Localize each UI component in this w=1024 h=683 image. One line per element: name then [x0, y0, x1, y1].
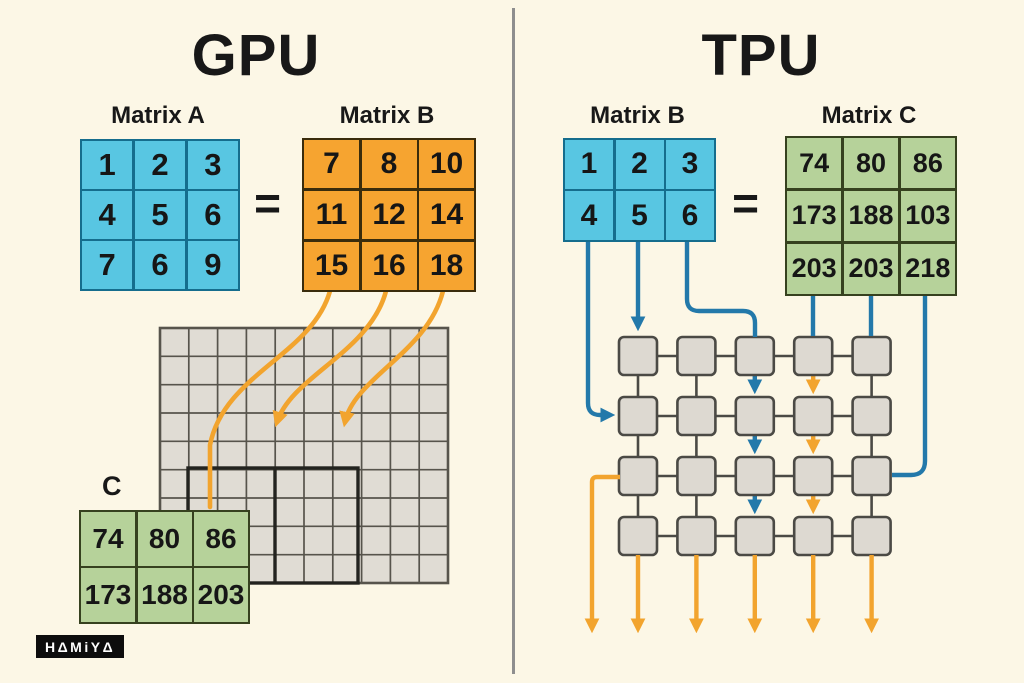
matrix-cell: 203 [194, 568, 248, 622]
processing-element [734, 335, 776, 377]
processing-element [676, 395, 717, 437]
processing-element [792, 395, 834, 437]
matrix-cell: 203 [787, 243, 842, 294]
processing-element [851, 515, 892, 557]
processing-element [851, 395, 892, 437]
tpu-equals-sign: = [732, 177, 759, 229]
matrix-cell: 6 [187, 191, 238, 239]
matrix-cell: 74 [787, 138, 842, 189]
gpu-matrix-b-label: Matrix B [339, 102, 435, 129]
processing-element [734, 515, 776, 557]
matrix-cell: 8 [361, 140, 417, 189]
matrix-cell: 2 [615, 140, 664, 189]
brand-logo: HΔMiYΔ [36, 635, 125, 658]
matrix-cell: 3 [187, 141, 238, 189]
tpu-b-col3-input-line [684, 239, 758, 337]
processing-element [792, 455, 834, 497]
matrix-cell: 1 [82, 141, 133, 189]
matrix-cell: 5 [615, 191, 664, 240]
matrix-cell: 86 [900, 138, 955, 189]
processing-element [676, 515, 717, 557]
center-divider-line [512, 8, 515, 674]
matrix-cell: 86 [194, 512, 248, 566]
matrix-cell: 7 [82, 241, 133, 289]
matrix-cell: 74 [81, 512, 135, 566]
processing-element [676, 455, 717, 497]
matrix-cell: 5 [134, 191, 186, 239]
matrix-cell: 16 [361, 241, 417, 290]
matrix-cell: 188 [137, 568, 192, 622]
tpu-systolic-array [617, 335, 892, 634]
matrix-cell: 4 [82, 191, 133, 239]
processing-element [734, 455, 776, 497]
matrix-cell: 203 [843, 243, 899, 294]
matrix-cell: 173 [81, 568, 135, 622]
matrix-cell: 173 [787, 190, 842, 242]
tpu-b-row2-input-arrow [585, 239, 616, 423]
matrix-cell: 15 [304, 241, 359, 290]
processing-element [617, 515, 659, 557]
gpu-b-col3-flow-arrow [339, 288, 446, 428]
processing-element [792, 515, 834, 557]
matrix-cell: 4 [565, 191, 613, 240]
matrix-cell: 14 [419, 190, 474, 240]
processing-element [617, 395, 659, 437]
matrix-cell: 11 [304, 190, 359, 240]
processing-element [617, 455, 659, 497]
matrix-cell: 18 [419, 241, 474, 290]
tpu-matrix-b-label: Matrix B [590, 102, 685, 129]
matrix-cell: 12 [361, 190, 417, 240]
gpu-b-col1-flow-arrow [207, 288, 333, 510]
tpu-row3-output-arrow [584, 474, 620, 634]
processing-element [617, 335, 659, 377]
matrix-cell: 218 [900, 243, 955, 294]
matrix-cell: 2 [134, 141, 186, 189]
tpu-title: TPU [701, 23, 821, 88]
matrix-cell: 7 [304, 140, 359, 189]
matrix-cell: 6 [134, 241, 186, 289]
processing-element [851, 455, 892, 497]
matrix-cell: 1 [565, 140, 613, 189]
matrix-cell: 3 [666, 140, 714, 189]
matrix-cell: 188 [843, 190, 899, 242]
processing-element [676, 335, 717, 377]
gpu-matrix-c-label: C [102, 471, 122, 501]
tpu-matrix-c-label: Matrix C [821, 102, 917, 129]
gpu-b-col2-flow-arrow [272, 288, 389, 428]
matrix-cell: 80 [137, 512, 192, 566]
matrix-cell: 6 [666, 191, 714, 240]
matrix-cell: 80 [843, 138, 899, 189]
gpu-equals-sign: = [254, 177, 281, 229]
tpu-c-row3-input-line [892, 292, 928, 478]
matrix-cell: 9 [187, 241, 238, 289]
processing-element [851, 335, 892, 377]
matrix-cell: 103 [900, 190, 955, 242]
gpu-title: GPU [191, 23, 321, 88]
processing-element [734, 395, 776, 437]
processing-element [792, 335, 834, 377]
matrix-cell: 10 [419, 140, 474, 189]
gpu-matrix-a-label: Matrix A [111, 102, 205, 129]
